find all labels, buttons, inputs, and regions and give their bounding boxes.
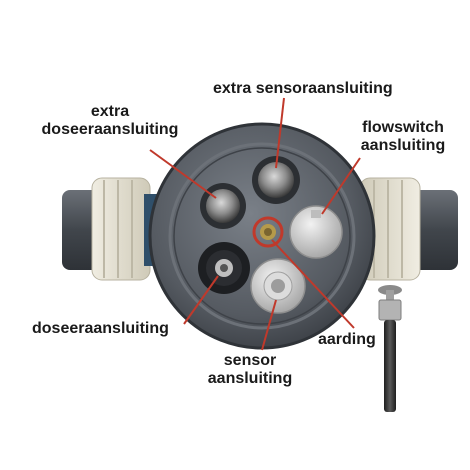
left-pipe-fitting xyxy=(62,177,162,281)
label-extra-dosing-connection: extra doseeraansluiting xyxy=(30,103,190,139)
label-dosing-connection: doseeraansluiting xyxy=(32,320,169,338)
label-flowswitch-connection: flowswitch aansluiting xyxy=(348,119,458,155)
label-extra-sensor-text: extra sensoraansluiting xyxy=(213,80,393,97)
center-ground-nut xyxy=(252,216,284,248)
label-sensor-connection: sensor aansluiting xyxy=(205,352,295,388)
label-sensor-line1: sensor xyxy=(223,352,277,369)
label-extra-dose-line2: doseeraansluiting xyxy=(41,121,179,138)
label-dose-text: doseeraansluiting xyxy=(32,320,169,337)
grounding-pin xyxy=(378,285,402,412)
label-flowswitch-line2: aansluiting xyxy=(360,137,446,154)
dosing-valve xyxy=(198,242,250,294)
extra-sensor-port xyxy=(252,156,300,204)
label-extra-dose-line1: extra xyxy=(90,103,130,120)
right-pipe-fitting xyxy=(350,177,458,281)
label-flowswitch-line1: flowswitch xyxy=(362,119,444,136)
sensor-gland xyxy=(250,258,306,314)
extra-dosing-port xyxy=(200,183,246,229)
label-sensor-line2: aansluiting xyxy=(207,370,293,387)
label-extra-sensor-connection: extra sensoraansluiting xyxy=(213,80,393,98)
label-grounding: aarding xyxy=(318,331,376,349)
label-aarding-text: aarding xyxy=(318,331,376,348)
flowswitch-cap xyxy=(289,205,343,259)
